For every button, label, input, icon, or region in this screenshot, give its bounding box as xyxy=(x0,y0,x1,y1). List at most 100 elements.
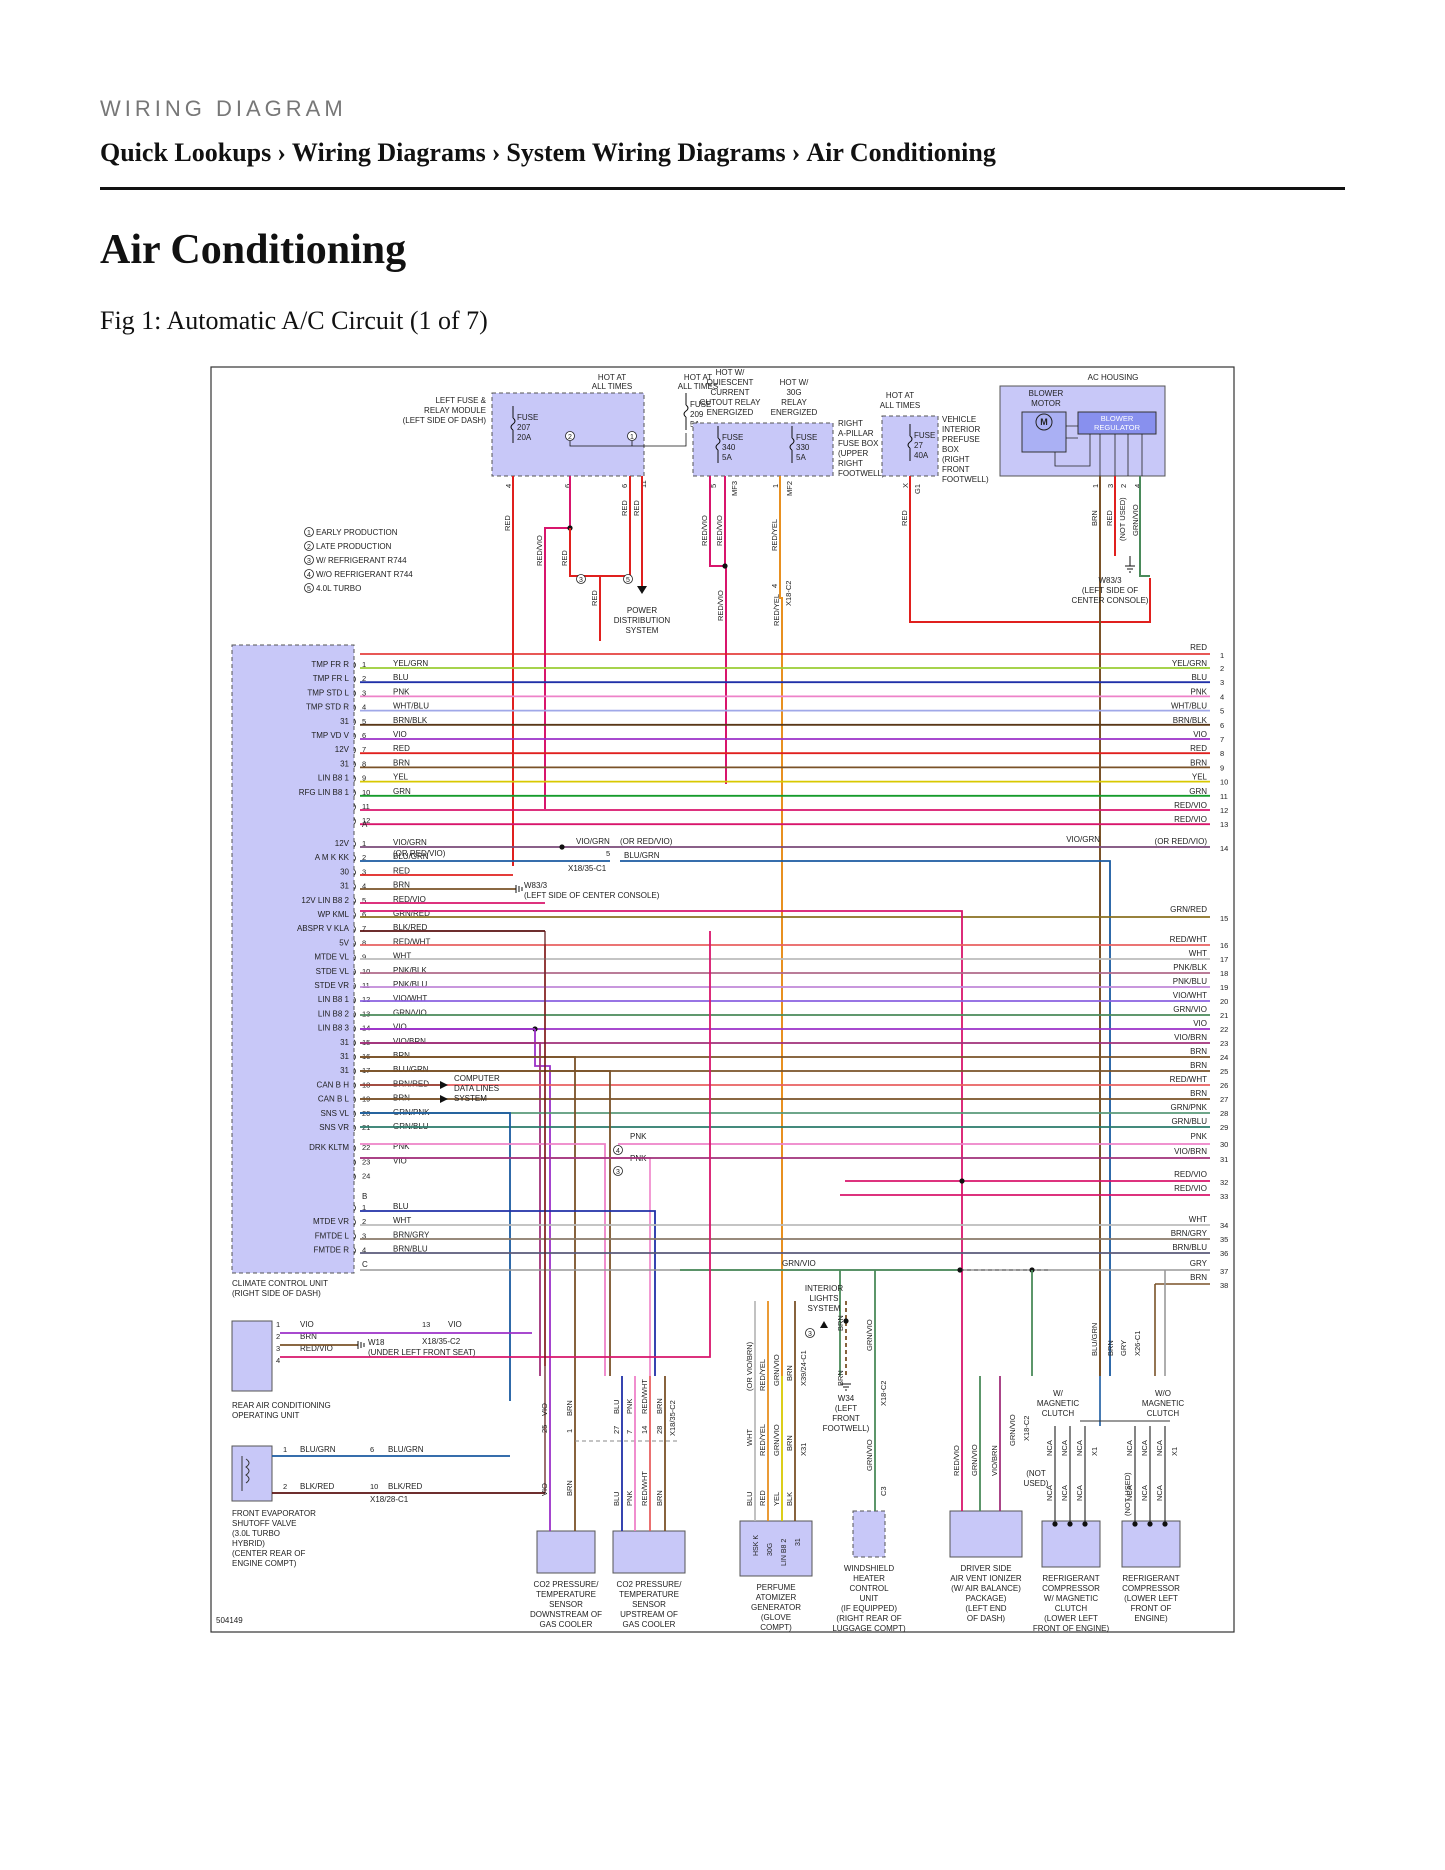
right-wire-label: RED/WHT xyxy=(1170,935,1207,944)
ccu-pin-number: 3 xyxy=(362,1231,366,1240)
computer-data-lines-label: DATA LINES xyxy=(454,1084,499,1093)
right-wire-label: RED xyxy=(1190,643,1207,652)
ccu-pin-number: 7 xyxy=(362,745,366,754)
ccu-pin-number: 7 xyxy=(362,924,366,933)
climate-control-unit-label: (RIGHT SIDE OF DASH) xyxy=(232,1289,321,1298)
hot-at-all-times-label: HOT AT xyxy=(684,373,712,382)
connector-icon xyxy=(353,1067,356,1075)
right-wire-label: BRN/GRY xyxy=(1171,1229,1208,1238)
connector-label: X39/24-C1 xyxy=(799,1350,808,1386)
fuse-330-icon xyxy=(789,437,795,451)
component-label-ion: OF DASH) xyxy=(967,1614,1006,1623)
wire-color-label: BLU/GRN xyxy=(1090,1323,1099,1356)
ccu-wire-color-label: WHT xyxy=(393,952,411,961)
right-wire-label: BRN/BLU xyxy=(1172,1243,1207,1252)
ground-w18-label: (UNDER LEFT FRONT SEAT) xyxy=(368,1348,476,1357)
ccu-pin-number: 1 xyxy=(362,1203,366,1212)
right-wire-label: RED/VIO xyxy=(1174,1184,1207,1193)
ccu-pin-number: 13 xyxy=(362,1009,370,1018)
pin-number: 1 xyxy=(771,484,780,488)
pin-number: 3 xyxy=(1106,484,1115,488)
wire-pnk xyxy=(360,1143,606,1376)
breadcrumb: Quick Lookups›Wiring Diagrams›System Wir… xyxy=(100,138,996,168)
right-wire-label: VIO/GRN xyxy=(1066,835,1100,844)
breadcrumb-separator: › xyxy=(491,138,501,167)
blower-motor-label: BLOWER xyxy=(1029,389,1064,398)
wire-blu-co2 xyxy=(360,1210,656,1376)
note-marker-number: 3 xyxy=(307,558,311,565)
can-arrow-icon xyxy=(440,1095,448,1103)
hot-at-all-times-label: ALL TIMES xyxy=(592,382,632,391)
component-label-perf: GENERATOR xyxy=(751,1603,801,1612)
wire-pnk-co2 xyxy=(360,1157,651,1376)
page-title: Air Conditioning xyxy=(100,227,407,273)
component-label-ion: (LEFT END xyxy=(965,1604,1006,1613)
ccu-pin-number: 1 xyxy=(362,660,366,669)
mid-wire-label: PNK xyxy=(630,1132,647,1141)
component-label-perf: COMPT) xyxy=(760,1623,792,1632)
connector-icon xyxy=(353,761,356,768)
splice-dot xyxy=(1082,1521,1088,1527)
nca-label: NCA xyxy=(1155,1485,1164,1501)
right-row-number: 31 xyxy=(1220,1155,1228,1164)
wire-color-label: RED/VIO xyxy=(715,515,724,546)
right-row-number: 8 xyxy=(1220,749,1224,758)
breadcrumb-quick-lookups[interactable]: Quick Lookups xyxy=(100,138,272,167)
nca-label: NCA xyxy=(1060,1485,1069,1501)
right-row-number: 32 xyxy=(1220,1178,1228,1187)
wire-color-label: GRN/VIO xyxy=(865,1439,874,1471)
note-text: W/O REFRIGERANT R744 xyxy=(316,570,413,579)
breadcrumb-system-wiring-diagrams[interactable]: System Wiring Diagrams xyxy=(506,138,786,167)
wire-color-label: RED xyxy=(560,550,569,566)
left-fuse-relay-module-label: RELAY MODULE xyxy=(424,406,486,415)
front-evaporator-valve-label: ENGINE COMPT) xyxy=(232,1559,297,1568)
breadcrumb-air-conditioning[interactable]: Air Conditioning xyxy=(806,138,996,167)
wire-comp-nca xyxy=(1054,1426,1086,1521)
wire-color-label: BLU xyxy=(745,1491,754,1506)
ccu-pin-function-label: MTDE VL xyxy=(314,953,349,962)
rear-ac-unit-label: REAR AIR CONDITIONING xyxy=(232,1401,331,1410)
right-row-number: 24 xyxy=(1220,1053,1228,1062)
note-marker-icon xyxy=(623,574,633,584)
rear-unit-wire-label: VIO xyxy=(300,1320,314,1329)
wire-color-label: BRN xyxy=(785,1435,794,1451)
wire-color-label: (OR VIO/BRN) xyxy=(745,1341,754,1391)
hot-w-quiescent-label: CURRENT xyxy=(710,388,749,397)
fuse-27-number: 27 xyxy=(914,441,923,450)
solenoid-icon xyxy=(241,1456,250,1491)
fuse-27-icon xyxy=(907,435,913,449)
connector-letter: C xyxy=(362,1260,368,1269)
fuse-330-name: FUSE xyxy=(796,433,817,442)
ccu-pin-number: 6 xyxy=(362,910,366,919)
pin-number: 27 xyxy=(612,1426,621,1434)
right-wire-label: RED/WHT xyxy=(1170,1075,1207,1084)
ccu-pin-function-label: RFG LIN B8 1 xyxy=(299,788,350,797)
wire-red-fuse27 xyxy=(909,476,1151,623)
note-marker-icon xyxy=(304,541,314,551)
breadcrumb-wiring-diagrams[interactable]: Wiring Diagrams xyxy=(291,138,486,167)
ccu-pin-number: 11 xyxy=(362,981,370,990)
wire-color-label: BRN xyxy=(565,1480,574,1496)
right-wire-label: BRN xyxy=(1190,1273,1207,1282)
ccu-wire-color-label: PNK xyxy=(393,687,410,696)
fuse-207-name: FUSE xyxy=(517,413,538,422)
ccu-wire-color-label: VIO xyxy=(393,1023,407,1032)
wire-color-label: RED/WHT xyxy=(640,1471,649,1506)
ccu-pin-number: 24 xyxy=(362,1172,370,1181)
connector-label: X31 xyxy=(799,1443,808,1456)
fuse-340-icon xyxy=(715,437,721,451)
wire-color-label: GRN/VIO xyxy=(1131,504,1140,536)
valve-wire-label: BLU/GRN xyxy=(300,1445,336,1454)
hot-at-all-times-label: HOT AT xyxy=(886,391,914,400)
ccu-pin-function-label: TMP STD L xyxy=(307,688,349,697)
wire-comp-nca xyxy=(1134,1426,1166,1521)
connector-label: X18/35-C2 xyxy=(422,1337,461,1346)
not-used-label: USED) xyxy=(1024,1479,1049,1488)
right-wire-label: GRN/RED xyxy=(1170,905,1207,914)
ccu-pin-function-label: 30 xyxy=(340,867,349,876)
can-arrow-icon xyxy=(440,1081,448,1089)
left-fuse-relay-module xyxy=(491,392,645,477)
component-label-co2d: SENSOR xyxy=(549,1600,583,1609)
blower-regulator-box xyxy=(1077,411,1157,435)
component-label-co2d: CO2 PRESSURE/ xyxy=(534,1580,600,1589)
